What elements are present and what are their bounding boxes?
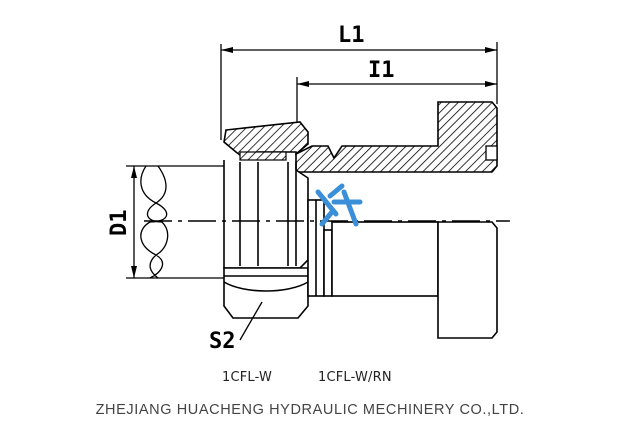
body-lower-view bbox=[307, 199, 498, 339]
dimension-label-i1: I1 bbox=[368, 58, 395, 83]
dimension-label-l1: L1 bbox=[338, 23, 365, 48]
part-codes: 1CFL-W 1CFL-W/RN bbox=[0, 370, 620, 390]
o-ring-groove bbox=[485, 145, 498, 161]
dimension-label-d1: D1 bbox=[107, 210, 132, 237]
nut-thread-section bbox=[239, 151, 287, 161]
dimension-label-s2: S2 bbox=[209, 329, 236, 354]
nut-hex-view bbox=[223, 160, 309, 319]
dimension-arrows bbox=[131, 47, 497, 278]
company-name: ZHEJIANG HUACHENG HYDRAULIC MECHINERY CO… bbox=[95, 402, 525, 418]
pipe-break-symbol bbox=[140, 165, 169, 279]
part-code: 1CFL-W bbox=[222, 370, 273, 385]
body-section-hatched bbox=[295, 101, 498, 173]
part-code: 1CFL-W/RN bbox=[318, 370, 392, 385]
nut-section-hatched bbox=[223, 121, 309, 159]
huacheng-logo-icon bbox=[315, 183, 363, 227]
s2-leader-line bbox=[239, 301, 263, 341]
